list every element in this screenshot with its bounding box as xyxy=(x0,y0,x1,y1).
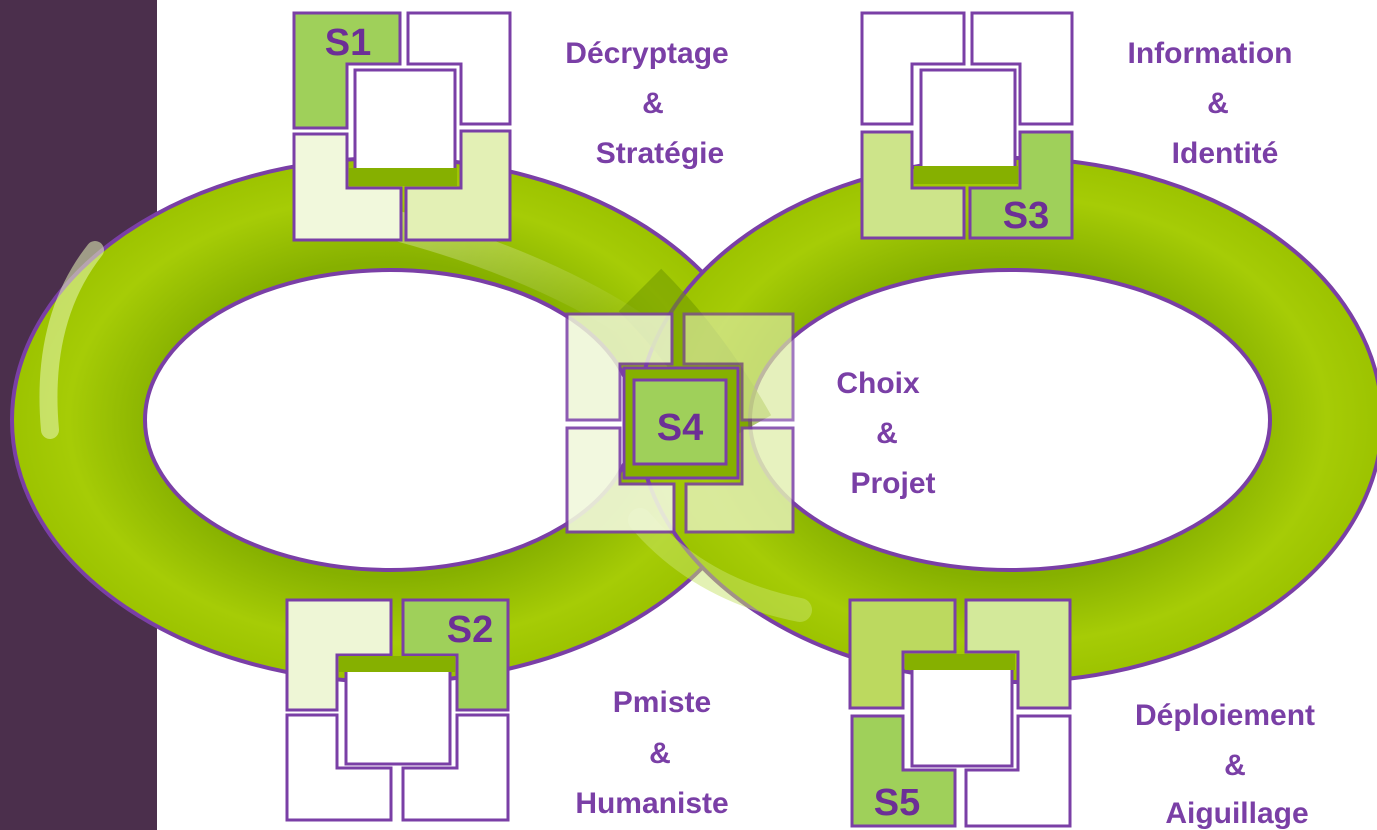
label-s5-line3: Aiguillage xyxy=(1165,797,1308,830)
label-center-line1: Choix xyxy=(836,367,920,400)
badge-s5: S5 xyxy=(874,782,920,824)
label-s1-line1: Décryptage xyxy=(565,37,728,70)
label-center: Choix & Projet xyxy=(836,367,935,500)
label-s2: Pmiste & Humaniste xyxy=(575,686,728,820)
badge-s3: S3 xyxy=(1003,195,1049,237)
puzzle-s4 xyxy=(565,312,795,534)
label-s5-line2: & xyxy=(1224,749,1246,782)
badge-s1: S1 xyxy=(325,22,371,64)
label-s3-line3: Identité xyxy=(1172,137,1279,170)
label-s2-line1: Pmiste xyxy=(613,686,711,719)
label-s2-line3: Humaniste xyxy=(575,787,728,820)
puzzle-s1 xyxy=(292,11,512,242)
label-center-line3: Projet xyxy=(850,467,935,500)
puzzle-s5 xyxy=(848,598,1072,828)
label-s1-line2: & xyxy=(642,87,664,120)
puzzle-s2 xyxy=(285,598,510,822)
label-s2-line2: & xyxy=(649,737,671,770)
label-s1: Décryptage & Stratégie xyxy=(565,37,728,170)
label-s3: Information & Identité xyxy=(1128,37,1293,170)
badge-s4: S4 xyxy=(657,407,703,449)
puzzle-s3 xyxy=(860,11,1074,240)
label-s3-line2: & xyxy=(1207,87,1229,120)
label-s3-line1: Information xyxy=(1128,37,1293,70)
badge-s2: S2 xyxy=(447,609,493,651)
label-center-line2: & xyxy=(876,417,898,450)
label-s1-line3: Stratégie xyxy=(596,137,724,170)
label-s5: Déploiement & Aiguillage xyxy=(1135,699,1315,830)
label-s5-line1: Déploiement xyxy=(1135,699,1315,732)
